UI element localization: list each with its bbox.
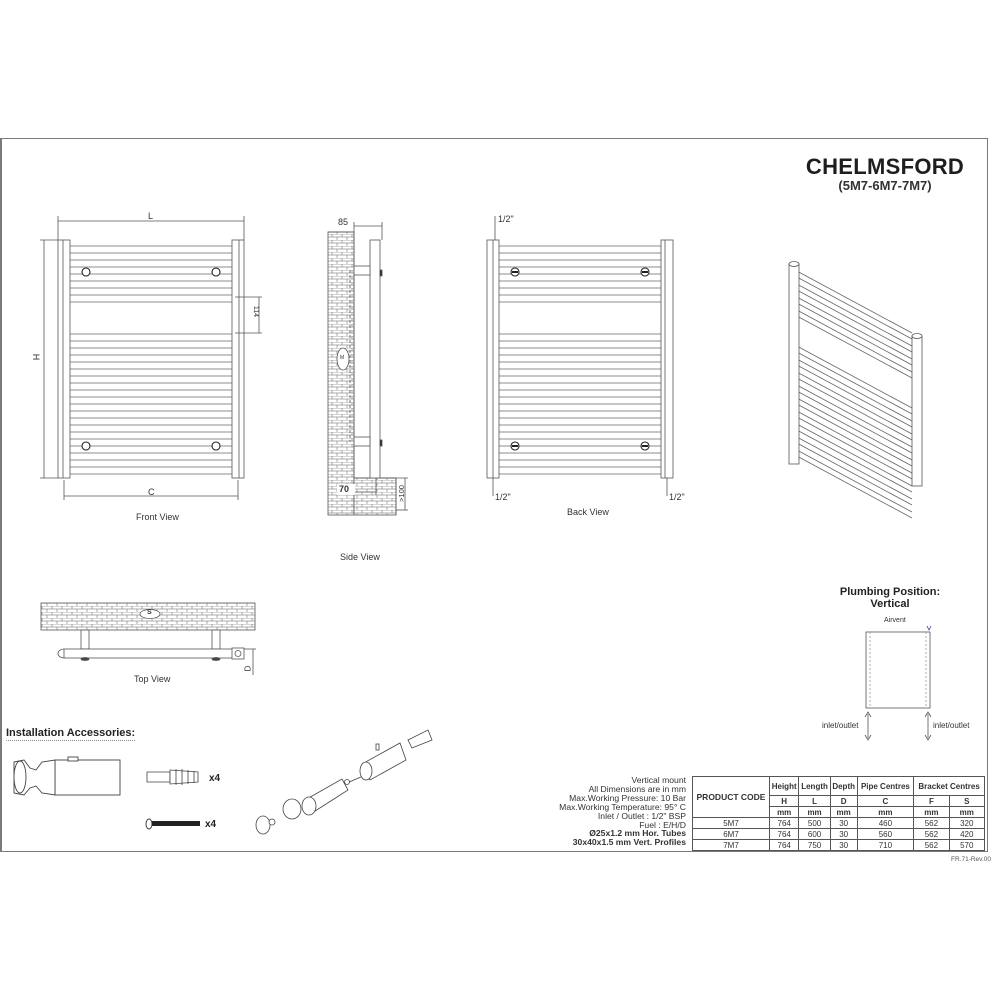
cell-code: 7M7 — [692, 839, 770, 851]
accessories-title: Installation Accessories: — [6, 727, 136, 741]
side-view-caption: Side View — [340, 552, 380, 562]
unit: mm — [768, 806, 800, 818]
product-code-header: PRODUCT CODE — [692, 776, 770, 818]
revision-code: FR.71-Rev.00 — [951, 856, 991, 863]
symbol-d: D — [829, 795, 858, 807]
symbol-f: F — [913, 795, 950, 807]
cell-s: 570 — [948, 839, 986, 851]
col-header-pipe-centres: Pipe Centres — [856, 776, 915, 796]
front-bars — [70, 245, 232, 475]
dim-gap-label: 114 — [252, 305, 260, 318]
cell-c: 460 — [856, 817, 915, 829]
dim-depth-label: D — [243, 665, 253, 672]
dim-centres-label: C — [148, 487, 155, 497]
drawing-sheet-border — [0, 138, 988, 852]
unit: mm — [856, 806, 915, 818]
top-bracket-label: S — [147, 609, 152, 616]
cell-d: 30 — [829, 828, 858, 840]
product-title: CHELMSFORD — [805, 154, 965, 179]
cell-c: 710 — [856, 839, 915, 851]
cell-c: 560 — [856, 828, 915, 840]
plumbing-title-line2: Vertical — [870, 598, 910, 610]
dim-side-depth-label: 85 — [338, 217, 349, 227]
cell-code: 6M7 — [692, 828, 770, 840]
spec-line: Vertical mount — [631, 775, 686, 785]
col-header-height: Height — [768, 776, 800, 796]
cell-d: 30 — [829, 817, 858, 829]
symbol-c: C — [856, 795, 915, 807]
table-row: 6M7 764 600 30 560 562 420 — [692, 828, 986, 840]
inlet-outlet-right-label: inlet/outlet — [933, 721, 970, 730]
spec-line: Max.Working Temperature: 95° C — [559, 801, 686, 812]
table-row: 5M7 764 500 30 460 562 320 — [692, 817, 986, 829]
cell-h: 764 — [768, 817, 800, 829]
table-row: 7M7 764 750 30 710 562 570 — [692, 839, 986, 851]
inlet-bottom-left-label: 1/2" — [495, 492, 511, 502]
cell-f: 562 — [913, 839, 950, 851]
top-view — [40, 602, 256, 675]
cell-h: 764 — [768, 839, 800, 851]
cell-code: 5M7 — [692, 817, 770, 829]
inlet-bottom-right-label: 1/2" — [669, 492, 685, 502]
wall-plug-quantity: x4 — [209, 773, 221, 784]
dim-length-label: L — [148, 211, 154, 221]
spec-line: Inlet / Outlet : 1/2" BSP — [597, 810, 686, 821]
front-view-caption: Front View — [136, 512, 179, 522]
isometric-view — [788, 261, 923, 519]
unit: mm — [798, 806, 831, 818]
accessory-bracket — [13, 756, 121, 796]
unit: mm — [948, 806, 986, 818]
col-header-length: Length — [798, 776, 831, 796]
accessory-screw — [145, 818, 200, 830]
cell-s: 420 — [948, 828, 986, 840]
cell-f: 562 — [913, 828, 950, 840]
back-view-caption: Back View — [567, 507, 609, 517]
symbol-l: L — [798, 795, 831, 807]
dim-floor-gap-label: 70 — [339, 484, 350, 494]
side-bracket-label: M — [340, 355, 345, 361]
spec-line: Fuel : E/H/D — [639, 819, 686, 830]
plumbing-title: Plumbing Position: Vertical — [820, 586, 960, 610]
spec-line-bold: Ø25x1.2 mm Hor. Tubes — [589, 828, 686, 839]
dim-clearance-label: >100 — [396, 485, 406, 502]
top-view-caption: Top View — [134, 674, 171, 684]
dim-height-label: H — [31, 353, 42, 361]
cell-s: 320 — [948, 817, 986, 829]
spec-notes: Vertical mount All Dimensions are in mm … — [540, 776, 686, 847]
plumbing-diagram — [864, 625, 932, 741]
inlet-top-label: 1/2" — [498, 214, 514, 224]
spec-line-bold: 30x40x1.5 mm Vert. Profiles — [572, 837, 686, 848]
cell-d: 30 — [829, 839, 858, 851]
airvent-label: Airvent — [884, 617, 906, 624]
cell-f: 562 — [913, 817, 950, 829]
cell-l: 750 — [798, 839, 831, 851]
symbol-h: H — [768, 795, 800, 807]
dimensions-table: PRODUCT CODE Height Length Depth Pipe Ce… — [692, 776, 986, 851]
plumbing-title-line1: Plumbing Position: — [839, 586, 941, 598]
side-view — [327, 222, 408, 516]
spec-line: All Dimensions are in mm — [588, 783, 686, 794]
inlet-outlet-left-label: inlet/outlet — [822, 721, 859, 730]
cell-l: 600 — [798, 828, 831, 840]
symbol-s: S — [948, 795, 986, 807]
unit: mm — [829, 806, 858, 818]
screw-quantity: x4 — [205, 819, 217, 830]
exploded-assembly — [255, 729, 433, 835]
product-models: (5M7-6M7-7M7) — [838, 178, 932, 193]
col-header-bracket-centres: Bracket Centres — [913, 776, 985, 796]
cell-l: 500 — [798, 817, 831, 829]
back-view — [486, 216, 674, 496]
front-view — [40, 216, 262, 500]
spec-line: Max.Working Pressure: 10 Bar — [569, 792, 686, 803]
col-header-depth: Depth — [829, 776, 858, 796]
accessory-wall-plug — [146, 769, 199, 785]
unit: mm — [913, 806, 950, 818]
cell-h: 764 — [768, 828, 800, 840]
